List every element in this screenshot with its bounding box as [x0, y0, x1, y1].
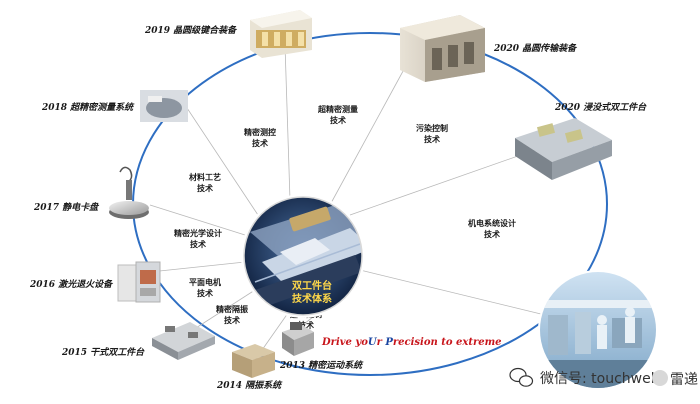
bonding-machine-icon	[250, 10, 312, 58]
svg-text:精密隔振: 精密隔振	[216, 304, 248, 314]
svg-text:技术: 技术	[298, 320, 314, 330]
slogan-part-1: Drive yo	[321, 337, 368, 348]
wafer-transfer-machine-icon	[400, 15, 485, 82]
node-2015: 2015 干式双工件台	[61, 322, 215, 360]
node-2019: 2019 晶圆级键合装备	[144, 10, 312, 58]
svg-text:技术: 技术	[197, 183, 213, 193]
timeline-ring	[132, 32, 608, 376]
slogan-part-2: U	[368, 337, 378, 348]
tech-label-contamination-control: 污染控制 技术	[416, 123, 448, 144]
electrostatic-chuck-icon	[109, 166, 149, 219]
dual-stage-machine-icon	[250, 205, 362, 308]
tech-label-precision-vibration-isolation: 精密隔振 技术	[216, 304, 248, 325]
node-2017: 2017 静电卡盘	[33, 166, 149, 219]
node-label-2014: 2014 隔振系统	[216, 380, 283, 391]
precision-motion-icon	[282, 322, 314, 356]
node-label-2017: 2017 静电卡盘	[33, 202, 100, 213]
svg-text:超精密测量: 超精密测量	[317, 104, 358, 114]
slogan: Drive yoUr Precision to extreme	[321, 337, 502, 348]
svg-text:技术: 技术	[330, 115, 346, 125]
wechat-icon	[509, 367, 534, 387]
central-hub: 双工件台 技术体系	[241, 194, 365, 318]
tech-label-precision-optical-design: 精密光学设计 技术	[174, 228, 222, 249]
measurement-system-icon	[140, 90, 188, 122]
svg-text:技术: 技术	[484, 229, 500, 239]
svg-text:机电系统设计: 机电系统设计	[468, 218, 516, 228]
tech-label-precision-measurement-control: 精密测控 技术	[244, 127, 276, 148]
tech-label-ultra-precision-measurement: 超精密测量 技术	[317, 104, 358, 125]
node-2013: 2013 精密运动系统	[279, 322, 364, 371]
node-2016: 2016 激光退火设备	[29, 261, 161, 303]
vibration-isolation-icon	[232, 344, 275, 378]
svg-text:技术: 技术	[252, 138, 268, 148]
tech-label-electromechanical-design: 机电系统设计 技术	[468, 218, 516, 239]
watermark-brand: 雷递	[670, 372, 698, 388]
node-label-2013: 2013 精密运动系统	[279, 360, 364, 371]
node-label-2018: 2018 超精密测量系统	[41, 102, 135, 113]
slogan-part-3: r	[377, 337, 386, 348]
svg-text:技术: 技术	[224, 315, 240, 325]
svg-text:材料工艺: 材料工艺	[189, 172, 221, 182]
center-title-line1: 双工件台	[292, 279, 332, 292]
svg-text:精密光学设计: 精密光学设计	[174, 228, 222, 238]
connection-lines	[149, 39, 546, 361]
node-label-2020-wafer-transfer: 2020 晶圆传输装备	[493, 43, 578, 54]
slogan-part-5: recision to extreme	[393, 337, 502, 348]
node-2020-wafer-transfer: 2020 晶圆传输装备	[400, 15, 578, 82]
node-2014: 2014 隔振系统	[216, 344, 283, 391]
node-2020-immersion: 2020 浸没式双工件台	[515, 102, 647, 180]
cleanroom-lab-photo	[538, 270, 658, 390]
dry-dual-stage-icon	[152, 322, 215, 360]
technology-labels: 超精密测量 技术 污染控制 技术 精密测控 技术 材料工艺 技术 机电系统设计 …	[174, 104, 516, 330]
laser-annealing-machine-icon	[117, 261, 161, 303]
tech-label-materials-process: 材料工艺 技术	[189, 172, 221, 193]
node-label-2016: 2016 激光退火设备	[29, 279, 114, 290]
node-2018: 2018 超精密测量系统	[41, 90, 188, 122]
svg-text:精密测控: 精密测控	[244, 127, 276, 137]
svg-text:技术: 技术	[190, 239, 206, 249]
svg-text:污染控制: 污染控制	[416, 123, 448, 133]
immersion-stage-icon	[515, 118, 612, 180]
node-label-2019: 2019 晶圆级键合装备	[144, 25, 238, 36]
tech-label-planar-motor: 平面电机 技术	[189, 277, 221, 298]
svg-text:技术: 技术	[197, 288, 213, 298]
svg-text:技术: 技术	[424, 134, 440, 144]
brand-logo-icon	[652, 370, 668, 386]
center-title-line2: 技术体系	[292, 292, 332, 305]
slogan-part-4: P	[384, 337, 393, 348]
node-label-2020-immersion: 2020 浸没式双工件台	[554, 102, 647, 113]
node-label-2015: 2015 干式双工件台	[61, 347, 145, 358]
watermark-text: 微信号: touchweb	[540, 371, 660, 387]
svg-text:平面电机: 平面电机	[189, 277, 221, 287]
watermark: 微信号: touchweb 雷递	[509, 367, 698, 388]
